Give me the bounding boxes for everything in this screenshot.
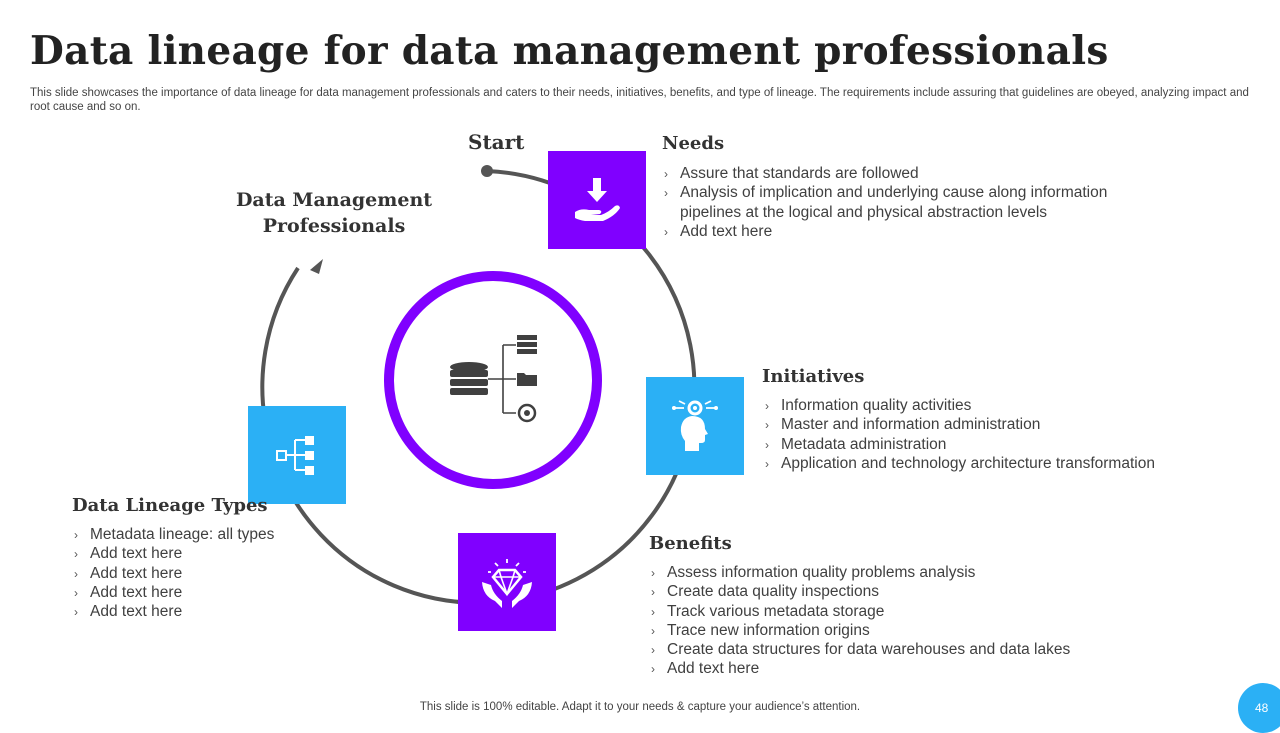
- professionals-label-line2: Professionals: [262, 215, 406, 237]
- list-item: Create data structures for data warehous…: [649, 640, 1119, 661]
- hand-download-icon: [575, 178, 620, 221]
- hands-diamond-icon: [482, 559, 532, 608]
- list-item: Information quality activities: [763, 396, 1213, 417]
- list-item: Assure that standards are followed: [662, 164, 1132, 185]
- start-dot: [481, 165, 493, 177]
- page-number-badge: 48: [1238, 683, 1280, 733]
- list-item: Metadata administration: [763, 435, 1213, 456]
- needs-list: Assure that standards are followed Analy…: [662, 164, 1132, 243]
- needs-icon-box: [548, 151, 646, 249]
- list-item: Add text here: [649, 659, 1119, 680]
- list-item: Add text here: [662, 222, 1132, 243]
- list-item: Metadata lineage: all types: [72, 525, 332, 546]
- cycle-arrow-head: [310, 259, 323, 274]
- start-label: Start: [468, 130, 525, 154]
- lineage-types-heading: Data Lineage Types: [72, 495, 268, 516]
- page-number: 48: [1255, 701, 1269, 715]
- list-item: Add text here: [72, 564, 332, 585]
- database-hierarchy-icon: [450, 335, 537, 423]
- professionals-label: Data Management Professionals: [220, 187, 448, 239]
- professionals-label-line1: Data Management: [235, 189, 433, 211]
- list-item: Analysis of implication and underlying c…: [662, 183, 1132, 222]
- center-circle: [384, 271, 602, 489]
- list-item: Add text here: [72, 602, 332, 623]
- footer-note: This slide is 100% editable. Adapt it to…: [419, 701, 861, 713]
- initiatives-icon-box: [646, 377, 744, 475]
- list-item: Master and information administration: [763, 415, 1213, 436]
- list-item: Trace new information origins: [649, 621, 1119, 642]
- list-item: Add text here: [72, 544, 332, 565]
- initiatives-heading: Initiatives: [762, 366, 865, 387]
- slide-subtitle: This slide showcases the importance of d…: [30, 87, 1249, 113]
- list-item: Add text here: [72, 583, 332, 604]
- benefits-heading: Benefits: [649, 533, 732, 554]
- initiatives-list: Information quality activities Master an…: [763, 396, 1213, 475]
- lineage-types-icon-box: [248, 406, 346, 504]
- needs-heading: Needs: [662, 133, 725, 154]
- hierarchy-icon: [276, 436, 314, 475]
- lineage-types-list: Metadata lineage: all types Add text her…: [72, 525, 332, 623]
- list-item: Application and technology architecture …: [763, 454, 1213, 475]
- benefits-list: Assess information quality problems anal…: [649, 563, 1119, 680]
- benefits-icon-box: [458, 533, 556, 631]
- list-item: Assess information quality problems anal…: [649, 563, 1119, 584]
- slide-title: Data lineage for data management profess…: [30, 28, 1109, 74]
- head-gear-icon: [672, 400, 718, 451]
- list-item: Track various metadata storage: [649, 602, 1119, 623]
- list-item: Create data quality inspections: [649, 582, 1119, 603]
